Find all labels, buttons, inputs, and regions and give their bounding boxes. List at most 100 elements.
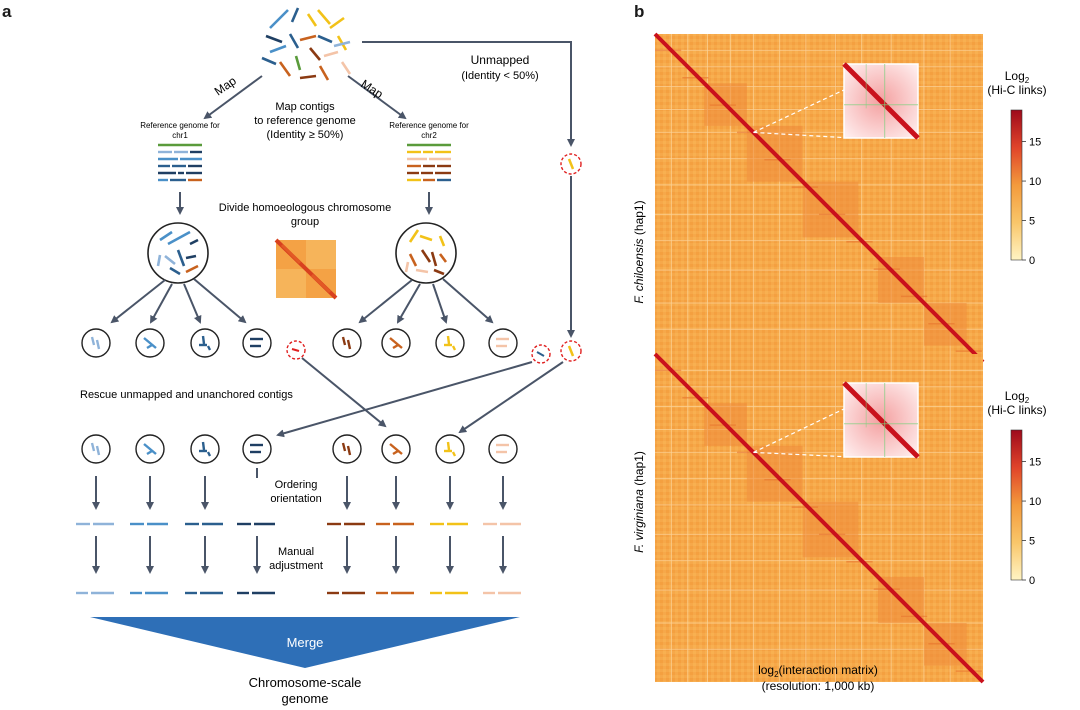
- split-arrow: [110, 279, 166, 324]
- contig: [433, 268, 445, 276]
- contig: [446, 335, 451, 345]
- contig: [408, 229, 420, 243]
- rescue-arrow-3: [458, 361, 564, 434]
- colorbar-tick-label: 5: [1029, 536, 1035, 548]
- map-right-arrow: [347, 75, 407, 120]
- colorbar-title: Log2: [1005, 69, 1030, 85]
- colorbar-tick-label: 0: [1029, 575, 1035, 587]
- colorbar-tick-label: 10: [1029, 496, 1041, 508]
- contig: [438, 235, 446, 247]
- contig: [290, 7, 300, 23]
- rescue-arrow-2: [276, 361, 533, 438]
- rescue-label: Rescue unmapped and unanchored contigs: [80, 389, 293, 401]
- colorbar-subtitle: (Hi-C links): [987, 83, 1046, 97]
- contig: [306, 13, 318, 27]
- colorbar-gradient: [1010, 109, 1023, 261]
- contig: [317, 34, 333, 44]
- contig: [201, 441, 206, 451]
- chromosome-group-circle: [435, 328, 465, 358]
- contig: [164, 254, 176, 266]
- contig: [189, 238, 199, 246]
- heatmap-diagonal: [653, 32, 985, 364]
- chromosome-group-circle: [135, 328, 165, 358]
- colorbar-tick-label: 5: [1029, 216, 1035, 228]
- manual-line1: Manual: [278, 546, 314, 558]
- panel-a: Map Map Map contigs to reference genome …: [76, 7, 582, 706]
- divide-line2: group: [291, 216, 319, 228]
- contig: [341, 442, 347, 452]
- contig: [329, 16, 345, 30]
- contig: [95, 445, 101, 456]
- merge-funnel: [90, 617, 520, 668]
- ref-chr1-line2: chr1: [172, 131, 188, 140]
- group-contigs-chr2: [404, 229, 448, 276]
- contig-cluster-top: [261, 7, 352, 81]
- contig: [90, 336, 96, 346]
- contig: [265, 34, 283, 44]
- unmapped-identity: (Identity < 50%): [461, 70, 538, 82]
- split-arrow: [442, 278, 494, 324]
- contig: [318, 65, 330, 81]
- contig: [419, 234, 433, 242]
- contig: [90, 442, 96, 452]
- split-arrow: [432, 283, 448, 324]
- chromosome-group-circle: [81, 434, 111, 464]
- colorbar-title: Log2: [1005, 389, 1030, 405]
- hic-heatmap-1: [653, 32, 985, 364]
- contig: [389, 443, 403, 455]
- map-desc-line1: Map contigs: [275, 101, 335, 113]
- contig: [185, 264, 199, 274]
- hic-heatmap-2: [653, 352, 985, 684]
- chromosome-group-circle: [435, 434, 465, 464]
- unmapped-contig-row1: [567, 345, 575, 357]
- chromosome-group-circle: [381, 328, 411, 358]
- map-right-label: Map: [358, 77, 385, 102]
- contig: [389, 337, 403, 349]
- unanchored-contig-right: [536, 351, 545, 357]
- map-desc-line2: to reference genome: [254, 115, 356, 127]
- ordering-line2: orientation: [270, 493, 321, 505]
- unanchored-contig-circle-left: [286, 340, 306, 360]
- chromosome-group-circle: [81, 328, 111, 358]
- contig: [156, 254, 162, 267]
- contig: [438, 253, 448, 263]
- contig: [299, 74, 317, 80]
- split-arrow: [193, 278, 247, 324]
- contig: [167, 230, 191, 246]
- contig: [143, 337, 157, 349]
- zoom-callout-line: [753, 451, 852, 458]
- chromosome-group-circle: [242, 434, 272, 464]
- contig: [323, 50, 339, 58]
- reference-genome-chr1: [158, 143, 202, 182]
- unmapped-contig: [567, 158, 575, 170]
- contig: [294, 55, 302, 71]
- reference-genome-chr2: [407, 143, 451, 182]
- divide-line1: Divide homoeologous chromosome: [219, 202, 391, 214]
- chromosome-group-circle: [381, 434, 411, 464]
- manual-line2: adjustment: [269, 560, 323, 572]
- zoom-callout-line: [753, 131, 852, 139]
- ordering-columns: [76, 468, 521, 595]
- chromosome-group-circle: [135, 434, 165, 464]
- contig: [146, 343, 153, 350]
- chromosome-group-circle: [242, 328, 272, 358]
- result-line2: genome: [282, 691, 329, 706]
- chromosome-groups-row2: [81, 434, 518, 464]
- contig: [392, 343, 399, 350]
- split-arrow: [183, 283, 202, 324]
- chromosome-group-circle: [190, 328, 220, 358]
- group-circle-chr1: [147, 222, 209, 284]
- chromosome-group-circle: [332, 328, 362, 358]
- mini-heatmap-icon: [274, 238, 338, 300]
- contig: [451, 345, 457, 351]
- contig: [269, 44, 287, 54]
- contig: [261, 56, 277, 66]
- contig: [451, 451, 457, 457]
- contig: [185, 254, 197, 260]
- contig: [333, 40, 351, 48]
- ref-chr2-line2: chr2: [421, 131, 437, 140]
- contig: [269, 9, 289, 29]
- chromosome-group-circle: [488, 434, 518, 464]
